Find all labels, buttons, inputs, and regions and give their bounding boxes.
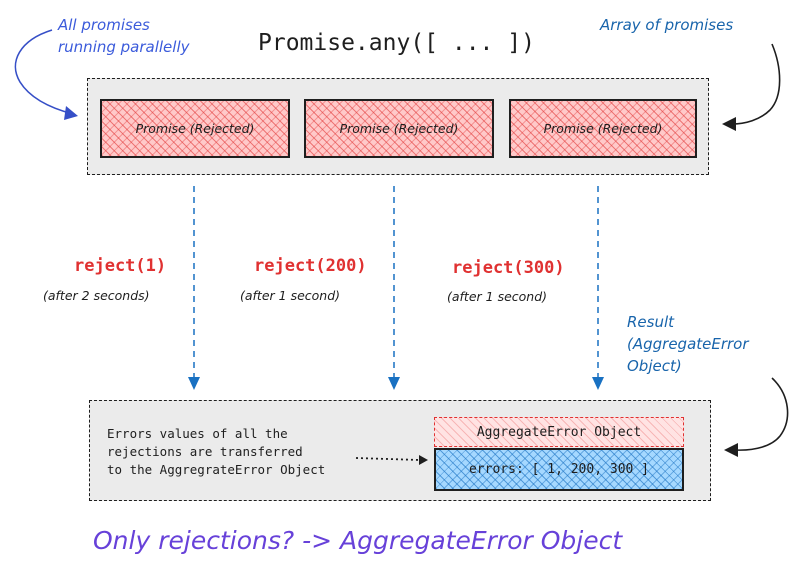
result-note: Result (AggregateError Object) — [627, 311, 749, 377]
promise-1-arrow — [188, 186, 200, 390]
diagram-title: Promise.any([ ... ]) — [258, 30, 535, 56]
arrowhead-icon — [592, 377, 604, 390]
arrowhead-icon — [419, 455, 428, 465]
arrowhead-icon — [724, 443, 738, 457]
result-note-line-1: Result — [627, 313, 675, 331]
promise-box-1: Promise (Rejected) — [100, 99, 290, 158]
parallel-note-line-1: All promises — [58, 16, 150, 34]
reject-call-2: reject(200) — [254, 256, 367, 276]
summary-caption: Only rejections? -> AggregateError Objec… — [93, 526, 623, 555]
promise-box-3: Promise (Rejected) — [509, 99, 697, 158]
arrowhead-icon — [722, 117, 736, 131]
transfer-arrow — [355, 455, 428, 465]
promise-3-arrow — [592, 186, 604, 390]
arrowhead-icon — [64, 106, 78, 120]
array-note-arrow — [722, 43, 781, 131]
promise-box-2: Promise (Rejected) — [304, 99, 494, 158]
errors-description-line-3: to the AggregrateError Object — [107, 462, 326, 477]
aggregate-errors-array: errors: [ 1, 200, 300 ] — [434, 448, 684, 491]
array-note: Array of promises — [600, 16, 734, 34]
aggregate-error-header: AggregateError Object — [434, 417, 684, 447]
parallel-note-arrow — [14, 29, 78, 120]
parallel-note-line-2: running parallelly — [58, 38, 190, 56]
reject-timing-2: (after 1 second) — [240, 288, 341, 303]
reject-call-1: reject(1) — [74, 256, 167, 276]
result-note-line-2: (AggregateError — [627, 335, 749, 353]
result-note-line-3: Object) — [627, 357, 682, 375]
errors-description-line-2: rejections are transferred — [107, 444, 303, 459]
arrowhead-icon — [388, 377, 400, 390]
result-note-arrow — [724, 377, 789, 457]
errors-description: Errors values of all the rejections are … — [107, 425, 397, 479]
reject-timing-3: (after 1 second) — [447, 289, 548, 304]
promise-2-arrow — [388, 186, 400, 390]
reject-call-3: reject(300) — [452, 258, 565, 278]
parallel-note: All promises running parallelly — [58, 14, 190, 58]
errors-description-line-1: Errors values of all the — [107, 426, 288, 441]
arrowhead-icon — [188, 377, 200, 390]
reject-timing-1: (after 2 seconds) — [43, 288, 150, 303]
